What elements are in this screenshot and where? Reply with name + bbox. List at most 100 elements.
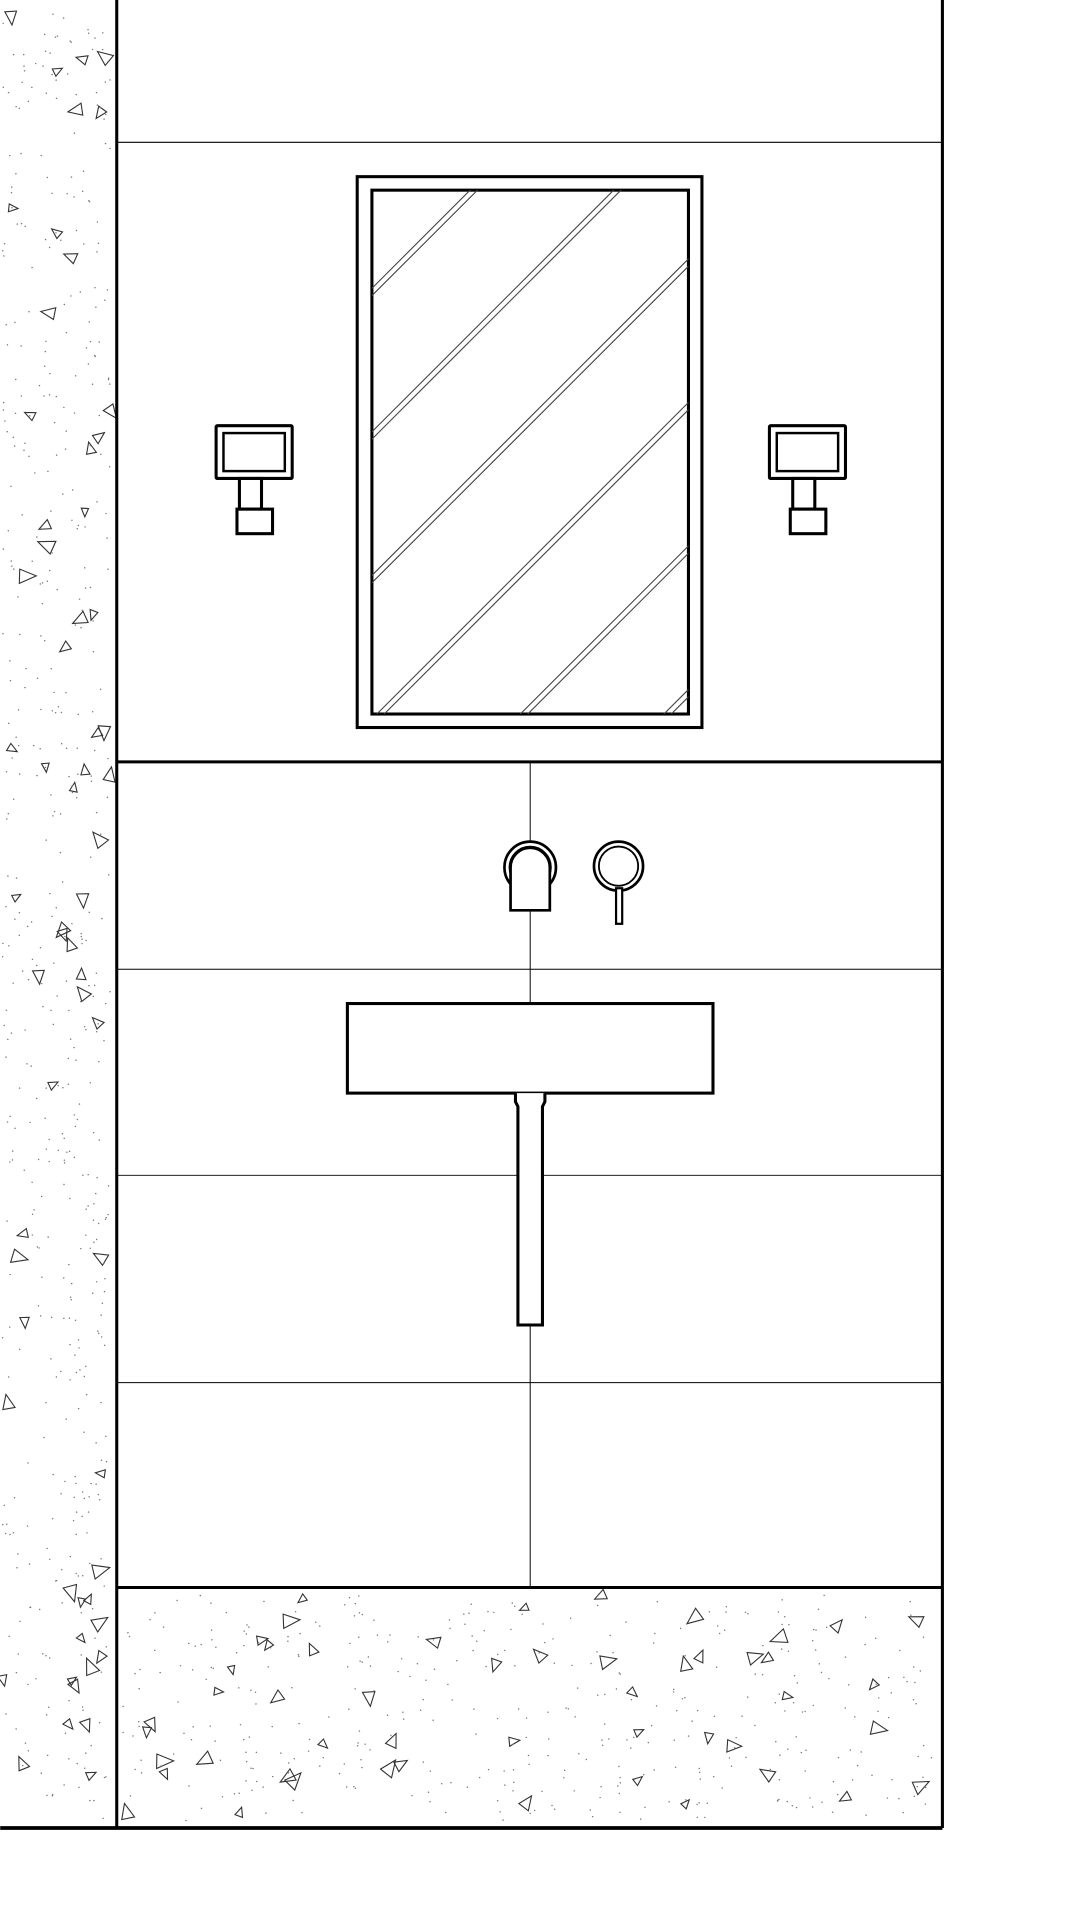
- aggregate-mark: [91, 1016, 106, 1031]
- sand-dot: [250, 1767, 252, 1769]
- sand-dot: [107, 1213, 109, 1216]
- sand-dot: [52, 13, 54, 15]
- sand-dot: [53, 421, 56, 424]
- sand-dot: [245, 1780, 247, 1782]
- sand-dot: [44, 350, 47, 353]
- sand-dot: [92, 995, 95, 998]
- sand-dot: [788, 1623, 790, 1626]
- sand-dot: [781, 1623, 783, 1626]
- aggregate-mark: [78, 1717, 91, 1734]
- sand-dot: [292, 1799, 294, 1802]
- sand-dot: [5, 1009, 8, 1012]
- sand-dot: [19, 1620, 21, 1623]
- sand-dot: [322, 1756, 324, 1759]
- sand-dot: [890, 1692, 892, 1694]
- sand-dot: [43, 395, 45, 397]
- sand-dot: [88, 985, 90, 987]
- sand-dot: [390, 1734, 392, 1737]
- sand-dot: [77, 524, 80, 527]
- sand-dot: [70, 1282, 73, 1285]
- sand-dot: [5, 324, 7, 326]
- sand-dot: [79, 291, 82, 293]
- sand-dot: [472, 1649, 474, 1652]
- sand-dot: [354, 1688, 356, 1690]
- sand-dot: [92, 650, 95, 653]
- sand-dot: [9, 1273, 11, 1276]
- sand-dot: [618, 1672, 620, 1674]
- sand-dot: [212, 1667, 215, 1669]
- wall-sconce-right: [767, 424, 848, 536]
- sand-dot: [650, 1725, 653, 1727]
- sand-dot: [3, 1504, 5, 1507]
- sand-dot: [891, 1779, 893, 1781]
- sand-dot: [31, 958, 34, 961]
- sand-dot: [37, 1158, 40, 1161]
- sand-dot: [66, 192, 68, 195]
- sand-dot: [139, 1668, 141, 1671]
- sand-dot: [89, 444, 92, 447]
- sand-dot: [619, 1776, 621, 1779]
- sand-dot: [91, 1608, 94, 1610]
- sand-dot: [70, 41, 72, 43]
- sand-dot: [11, 1159, 14, 1161]
- sand-dot: [723, 1629, 726, 1631]
- sand-dot: [103, 1290, 106, 1293]
- sand-dot: [98, 414, 101, 417]
- sand-dot: [319, 1765, 321, 1767]
- sand-dot: [672, 1691, 675, 1693]
- sand-dot: [860, 1751, 862, 1753]
- sand-dot: [73, 412, 76, 414]
- sand-dot: [50, 510, 52, 512]
- sand-dot: [51, 710, 54, 712]
- sand-dot: [22, 1764, 24, 1767]
- sand-dot: [267, 1666, 269, 1668]
- sand-dot: [73, 132, 76, 134]
- sand-dot: [97, 1023, 99, 1025]
- sand-dot: [107, 1185, 110, 1187]
- sand-dot: [56, 995, 58, 997]
- aggregate-mark: [829, 1618, 844, 1635]
- sand-dot: [6, 818, 8, 820]
- sand-dot: [17, 744, 20, 747]
- sand-dot: [924, 1803, 927, 1805]
- sand-dot: [676, 1709, 678, 1712]
- sand-dot: [215, 1646, 217, 1649]
- sand-dot: [528, 1763, 530, 1766]
- sand-dot: [39, 946, 42, 949]
- sand-dot: [496, 1717, 499, 1720]
- sand-dot: [617, 1785, 619, 1787]
- sand-dot: [634, 1778, 636, 1781]
- sand-dot: [589, 1809, 592, 1811]
- sand-dot: [787, 1748, 789, 1750]
- sand-dot: [5, 906, 7, 908]
- sand-dot: [238, 1687, 240, 1689]
- aggregate-mark: [868, 1678, 881, 1691]
- sand-dot: [915, 1702, 917, 1705]
- sand-dot: [78, 1347, 80, 1349]
- sand-dot: [812, 1628, 815, 1631]
- sand-dot: [177, 1701, 179, 1703]
- sand-dot: [31, 1213, 34, 1216]
- sand-dot: [64, 935, 66, 938]
- sand-dot: [725, 1606, 728, 1608]
- sand-dot: [761, 1674, 764, 1676]
- sand-dot: [804, 1710, 806, 1713]
- sand-dot: [76, 528, 78, 530]
- sand-dot: [76, 1636, 79, 1638]
- sand-dot: [314, 1621, 317, 1623]
- sand-dot: [15, 105, 17, 108]
- sand-dot: [45, 1655, 47, 1657]
- sand-dot: [43, 640, 46, 642]
- sand-dot: [521, 1613, 523, 1616]
- hatch-line: [371, 190, 615, 433]
- sand-dot: [68, 1263, 70, 1266]
- aggregate-mark: [90, 1616, 109, 1633]
- sand-dot: [358, 1612, 361, 1614]
- sand-dot: [356, 1745, 359, 1747]
- aggregate-mark: [75, 1632, 86, 1644]
- sand-dot: [24, 225, 26, 228]
- sand-dot: [906, 1680, 908, 1683]
- sand-dot: [68, 1700, 70, 1702]
- sand-dot: [105, 512, 107, 515]
- sand-dot: [63, 1784, 65, 1786]
